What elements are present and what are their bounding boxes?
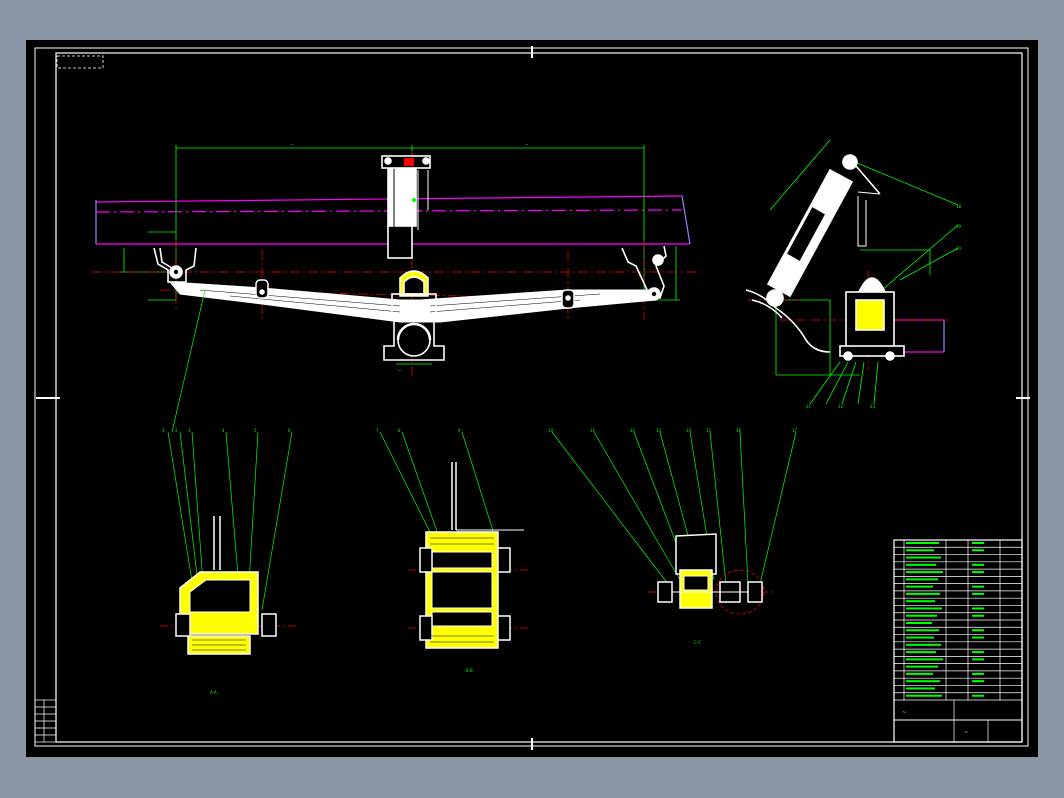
leader-number: 5: [254, 428, 257, 433]
leader-number: 8: [398, 428, 401, 433]
title-block-cell-text: [906, 585, 933, 588]
leader-number: 12: [630, 428, 636, 433]
title-block-cell-text: [972, 658, 984, 661]
title-block-cell-text: [906, 614, 937, 617]
title-block-cell-text: [972, 542, 984, 544]
title-block-cell-text: [972, 585, 984, 588]
company-name: ~: [964, 730, 968, 736]
title-block-cell-text: [906, 651, 936, 654]
leader-number: 6: [288, 428, 291, 433]
title-block-cell-text: [906, 556, 941, 559]
title-block-cell-text: [906, 563, 936, 566]
title-block-cell-text: [972, 694, 984, 697]
leader-number: 17: [792, 428, 798, 433]
dim-left-text: ~: [290, 142, 293, 147]
side-dimensions: [769, 139, 959, 405]
title-block-cell-text: [972, 549, 984, 552]
title-block-cell-text: [972, 607, 984, 610]
axle-mount: [383, 270, 445, 365]
drawing-title: ~: [902, 710, 906, 716]
leader-number: 14: [686, 428, 692, 433]
section-a-label: A-A: [210, 690, 217, 695]
dim-right-text: ~: [525, 142, 528, 147]
title-block-cell-text: [972, 651, 984, 654]
leader-number: 22: [838, 404, 844, 409]
side-shock-absorber: [766, 154, 881, 307]
title-block-cells: [906, 542, 984, 697]
leader-number: 11: [590, 428, 596, 433]
leader-number: 13: [656, 428, 662, 433]
title-block-cell-text: [906, 600, 935, 603]
section-c-label: C-C: [694, 640, 701, 645]
title-block-cell-text: [906, 607, 942, 610]
front-view: ~ ~: [92, 142, 700, 380]
section-a: A-A: [160, 516, 296, 695]
drawing-sheet: [26, 40, 1038, 757]
leader-number: 18: [956, 204, 962, 209]
title-block-cell-text: [906, 629, 939, 632]
rear-shackle: [621, 245, 667, 301]
side-view: [745, 139, 959, 405]
title-block-cell-text: [972, 563, 984, 566]
spring-clips: [255, 279, 575, 309]
section-c: C-C: [648, 533, 776, 645]
leader-number: 16: [736, 428, 742, 433]
title-block-cell-text: [906, 680, 940, 683]
title-block-cell-text: [906, 622, 932, 624]
leader-number: 10: [548, 428, 554, 433]
section-b: B-B: [408, 462, 528, 673]
leader-number: 3: [188, 428, 191, 433]
leader-numbers-side: 18 19 20 21 22 23: [806, 204, 962, 409]
leader-number: 20: [956, 246, 962, 251]
title-block-cell-text: [906, 578, 938, 581]
leader-number: 19: [956, 224, 962, 229]
leader-number: 9: [458, 428, 461, 433]
front-view-note: ~: [398, 368, 401, 373]
shock-absorber: [381, 155, 431, 259]
title-block-cell-text: [906, 643, 941, 646]
leader-number: 7: [376, 428, 379, 433]
title-block-cell-text: [972, 629, 984, 632]
title-block-cell-text: [906, 672, 933, 675]
leader-numbers-front: 1 2 3 4 5 6: [162, 428, 291, 433]
title-block-cell-text: [906, 694, 942, 697]
title-block-cell-text: [972, 672, 984, 675]
title-block-cell-text: [906, 658, 943, 661]
side-bracket: [745, 289, 831, 353]
leader-number: 23: [870, 404, 876, 409]
revision-strip: [34, 699, 57, 743]
title-block-cell-text: [906, 542, 939, 544]
title-block-cell-text: [972, 571, 984, 574]
leader-number: 21: [806, 404, 812, 409]
leader-numbers-c: 10 11 12 13 14 15 16 17: [548, 428, 798, 433]
title-block-cell-text: [972, 636, 984, 639]
leader-number: 15: [706, 428, 712, 433]
title-block-cell-text: [906, 592, 940, 595]
title-block-cell-text: [906, 549, 934, 552]
leader-numbers-b: 7 8 9: [376, 428, 461, 433]
leader-number: 2: [175, 428, 178, 433]
title-block-cell-text: [972, 614, 984, 617]
drawing-frame: [34, 46, 1030, 750]
title-block: [893, 539, 1023, 743]
title-block-cell-text: [906, 687, 935, 690]
title-block-cell-text: [906, 636, 934, 639]
front-bracket: [153, 247, 197, 283]
section-b-label: B-B: [466, 668, 473, 673]
title-block-cell-text: [906, 665, 938, 668]
side-axle-clamp: [839, 277, 905, 361]
leader-number: 4: [222, 428, 225, 433]
title-block-cell-text: [906, 571, 943, 574]
leader-number: 1: [162, 428, 165, 433]
title-block-cell-text: [972, 680, 984, 683]
title-block-cell-text: [972, 592, 984, 595]
